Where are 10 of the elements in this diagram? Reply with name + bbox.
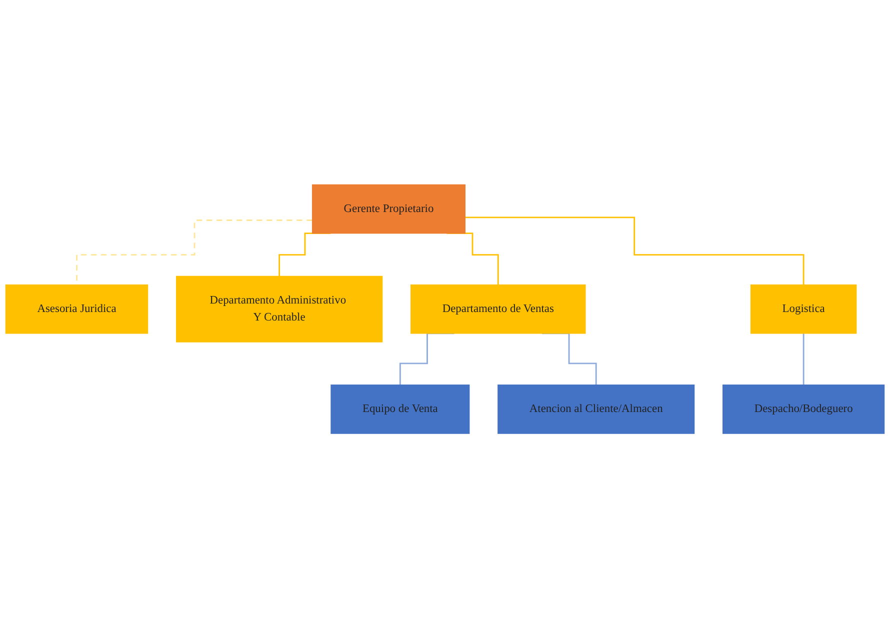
node-box: Logistica [750, 284, 857, 334]
node-box: Atencion al Cliente/Almacen [498, 384, 695, 434]
node-box: Gerente Propietario [312, 184, 466, 234]
node-box: Departamento Administrativo Y Contable [176, 276, 383, 343]
connector [802, 333, 804, 386]
node-box: Departamento de Ventas [410, 284, 586, 334]
node-box: Asesoria Juridica [5, 284, 148, 334]
node-box: Equipo de Venta [330, 384, 470, 434]
connector [465, 217, 804, 286]
node-box: Despacho/Bodeguero [722, 384, 885, 434]
